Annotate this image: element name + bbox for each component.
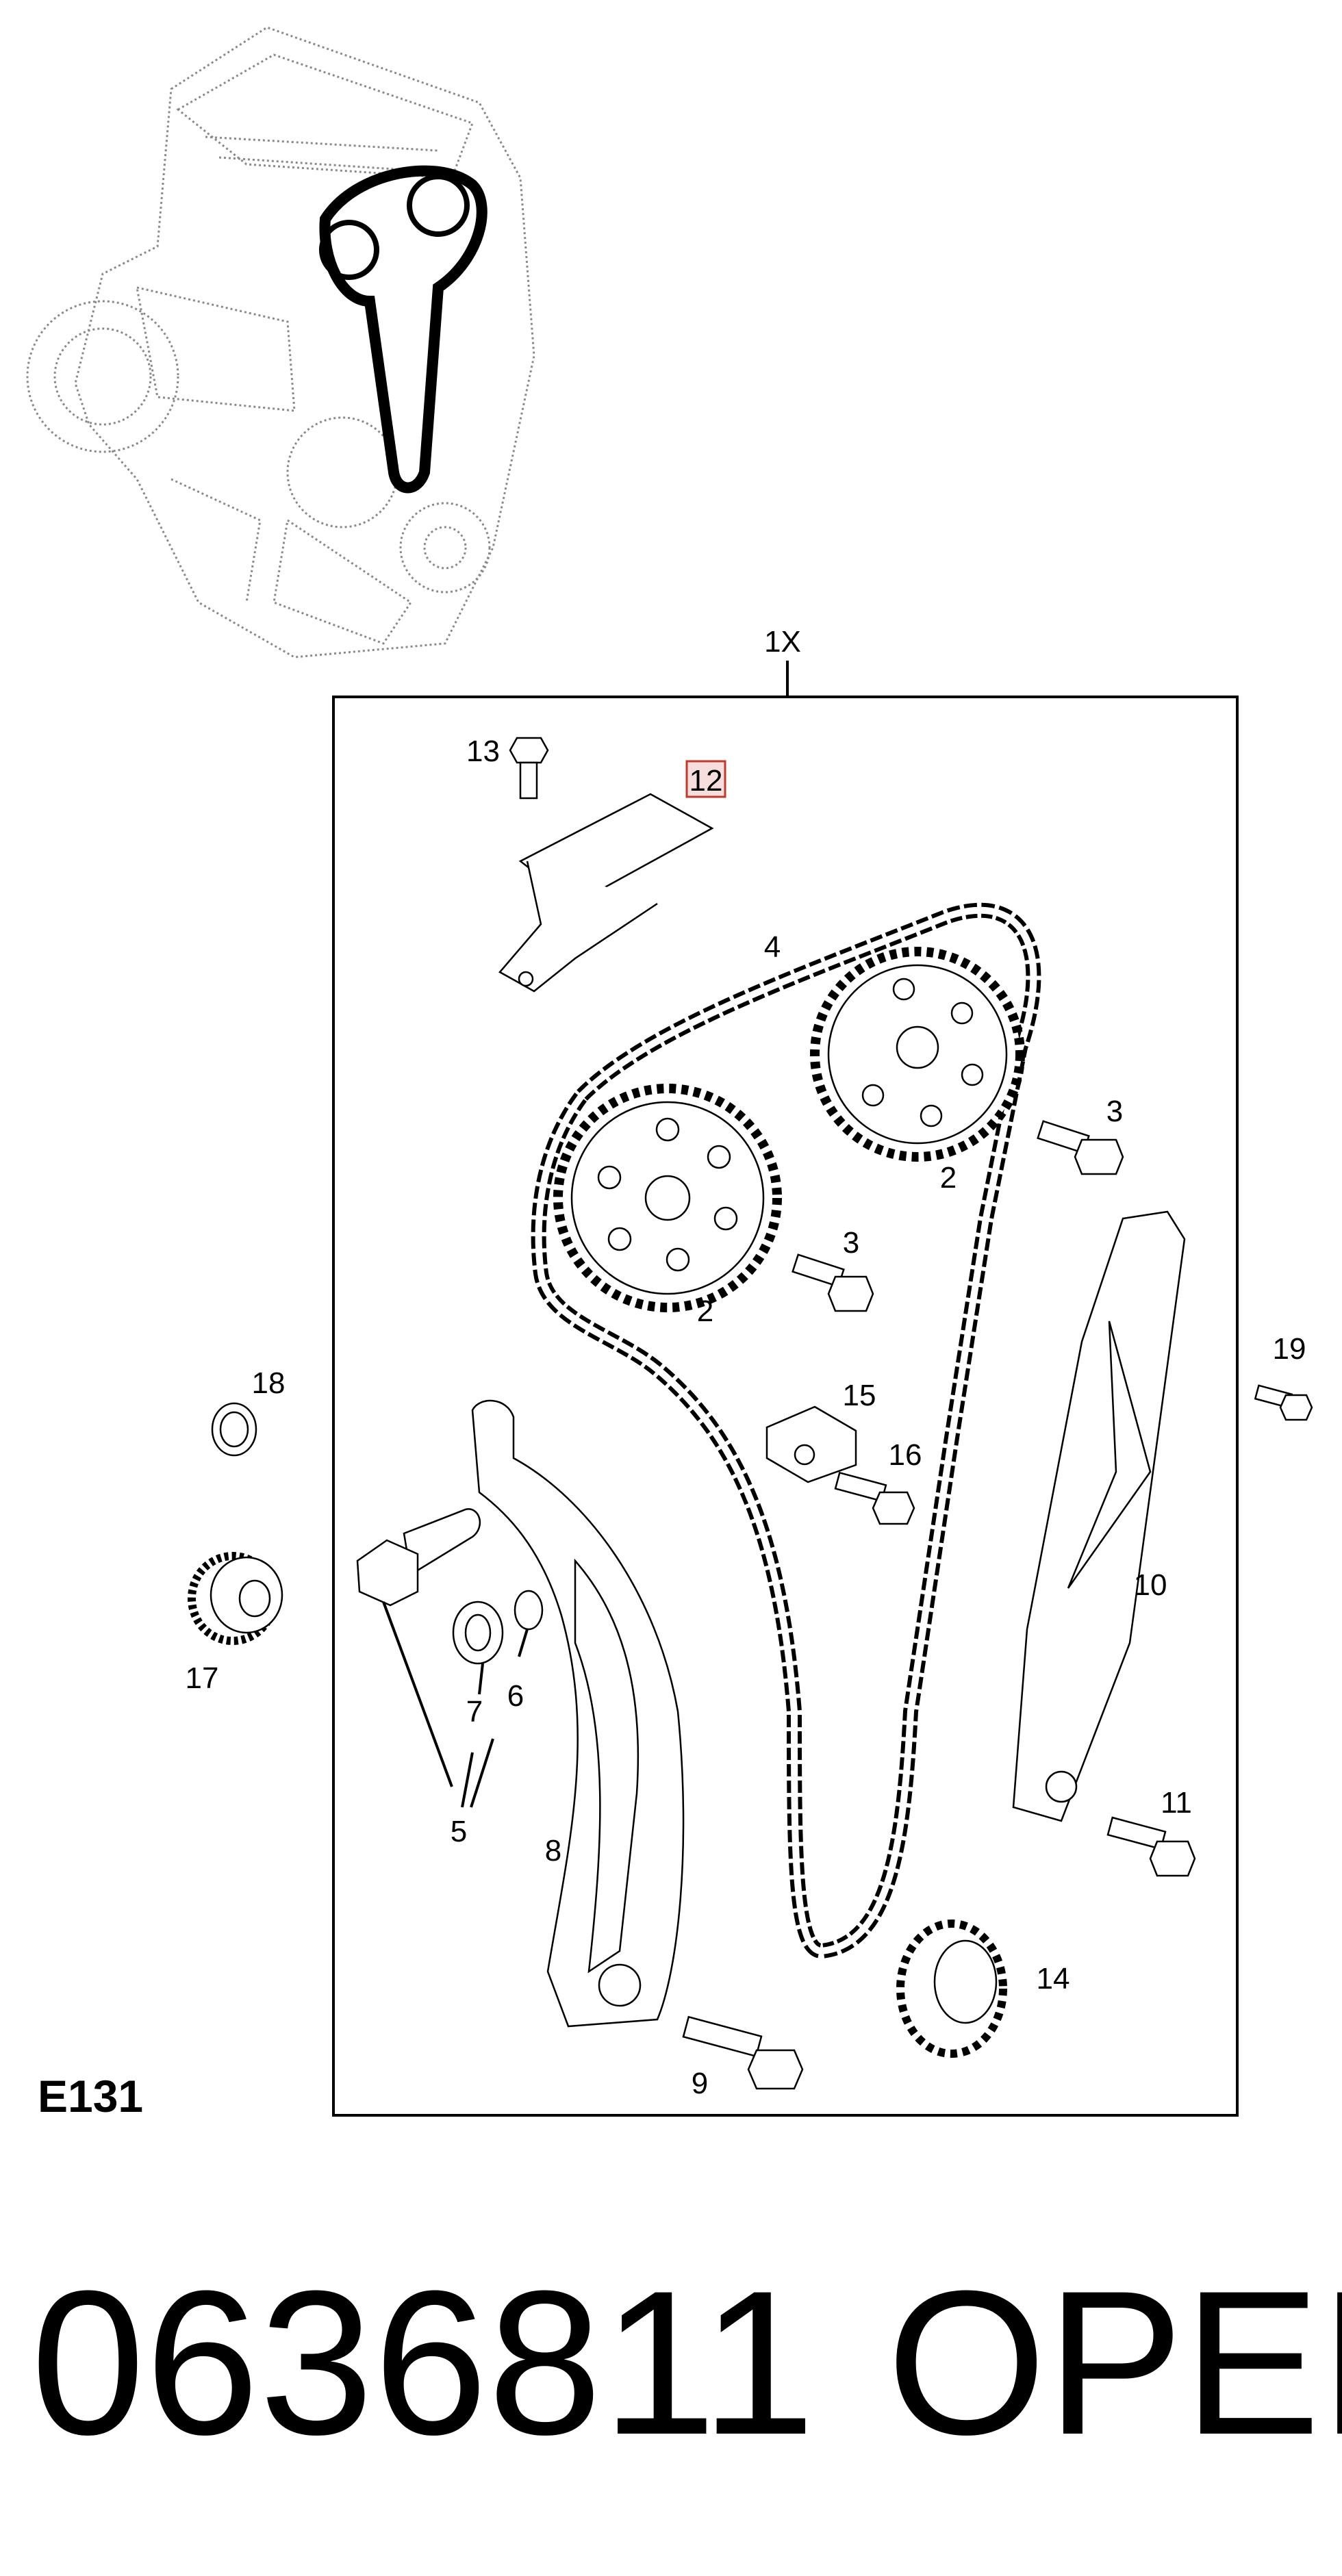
kit-frame bbox=[332, 696, 1239, 2117]
callout-10: 10 bbox=[1134, 1568, 1167, 1602]
brand-name: OPEL bbox=[887, 2247, 1342, 2477]
bracket-12 bbox=[498, 793, 714, 993]
leader-5b bbox=[461, 1752, 474, 1808]
tensioner-5 bbox=[356, 1508, 481, 1607]
leader-7 bbox=[478, 1663, 484, 1695]
callout-2-left: 2 bbox=[697, 1295, 713, 1328]
section-code: E131 bbox=[38, 2071, 143, 2121]
leader-6 bbox=[518, 1629, 529, 1657]
tensioner-rail-8 bbox=[471, 1399, 685, 2028]
plug-17 bbox=[188, 1552, 283, 1645]
set-quantity-label: 1X bbox=[764, 625, 801, 659]
part-number: 0636811 bbox=[31, 2247, 815, 2477]
callout-19: 19 bbox=[1273, 1332, 1306, 1366]
leader-5c bbox=[470, 1738, 494, 1808]
callout-18: 18 bbox=[252, 1366, 286, 1400]
callout-13: 13 bbox=[466, 735, 500, 768]
washer-6 bbox=[514, 1590, 544, 1631]
sprocket-2-right bbox=[810, 947, 1025, 1162]
chain-guide-10 bbox=[1012, 1210, 1186, 1822]
bolt-3-lower bbox=[792, 1253, 874, 1312]
sprocket-2-left bbox=[553, 1084, 782, 1312]
leader-5a bbox=[382, 1601, 453, 1787]
callout-17: 17 bbox=[186, 1661, 219, 1695]
callout-15: 15 bbox=[843, 1379, 876, 1412]
callout-9: 9 bbox=[692, 2067, 708, 2100]
tensioner-part-15 bbox=[765, 1405, 857, 1483]
callout-11: 11 bbox=[1161, 1786, 1192, 1820]
crank-sprocket-14 bbox=[896, 1920, 1007, 2058]
bolt-3-upper bbox=[1037, 1120, 1124, 1175]
callout-2-right: 2 bbox=[940, 1161, 957, 1195]
callout-16: 16 bbox=[889, 1438, 922, 1472]
callout-14: 14 bbox=[1037, 1962, 1070, 1995]
callout-3-lower: 3 bbox=[843, 1226, 859, 1260]
bolt-19 bbox=[1254, 1384, 1313, 1421]
seal-ring-18 bbox=[211, 1402, 257, 1457]
callout-3-upper: 3 bbox=[1106, 1095, 1123, 1128]
engine-overview-illustration bbox=[26, 26, 535, 659]
bolt-11 bbox=[1106, 1816, 1196, 1877]
callout-6: 6 bbox=[507, 1679, 524, 1713]
callout-12: 12 bbox=[689, 764, 723, 798]
callout-4: 4 bbox=[764, 930, 781, 964]
callout-12-highlight bbox=[685, 760, 726, 798]
callout-8: 8 bbox=[545, 1834, 561, 1867]
bolt-16 bbox=[834, 1471, 915, 1525]
bolt-9 bbox=[682, 2015, 804, 2090]
callout-7: 7 bbox=[466, 1695, 483, 1729]
callout-5: 5 bbox=[451, 1815, 467, 1848]
bolt-13 bbox=[509, 737, 549, 800]
